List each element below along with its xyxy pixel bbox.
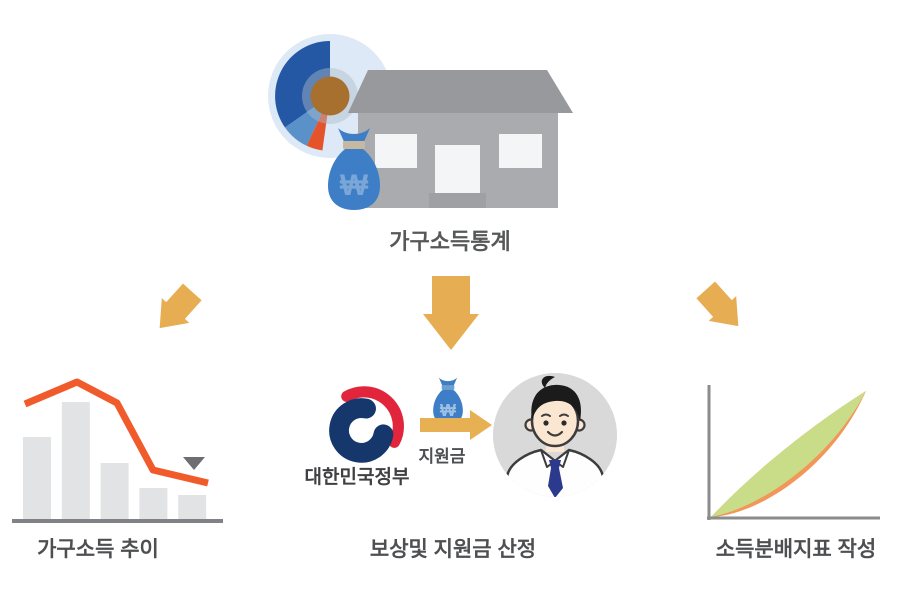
won-symbol: ₩ — [440, 400, 457, 420]
arrow-down-right-icon — [696, 281, 739, 327]
government-label: 대한민국정부 — [304, 467, 410, 488]
subsidy-label: 지원금 — [418, 447, 466, 466]
arrow-down-icon — [423, 276, 479, 350]
bar — [100, 463, 129, 519]
won-symbol: ₩ — [340, 169, 369, 202]
bar — [178, 495, 207, 519]
left-section-label: 가구소득 추이 — [37, 538, 159, 561]
equality-gap-area — [711, 391, 866, 517]
house-icon — [348, 70, 573, 208]
avatar — [493, 373, 617, 497]
korea-government-emblem-icon — [329, 386, 404, 463]
income-trend-chart — [12, 378, 223, 523]
pie-chart-icon — [268, 34, 392, 158]
income-bars — [23, 402, 207, 519]
bar — [61, 402, 90, 519]
money-bag-icon: ₩ — [328, 128, 380, 210]
chart-baseline — [12, 519, 223, 523]
down-triangle-marker — [183, 457, 205, 470]
tie-icon — [549, 460, 561, 468]
person-icon — [493, 373, 617, 497]
subsidy-money-bag-icon: ₩ — [433, 377, 463, 425]
bar — [23, 437, 51, 519]
bar — [139, 488, 168, 519]
income-distribution-chart — [707, 385, 880, 520]
arrow-down-left-icon — [159, 283, 202, 329]
right-section-label: 소득분배지표 작성 — [715, 538, 877, 561]
top-title: 가구소득통계 — [389, 229, 511, 254]
center-section-label: 보상및 지원금 산정 — [369, 538, 537, 561]
arrow-right-icon — [420, 410, 492, 440]
income-trend-line — [23, 378, 209, 487]
